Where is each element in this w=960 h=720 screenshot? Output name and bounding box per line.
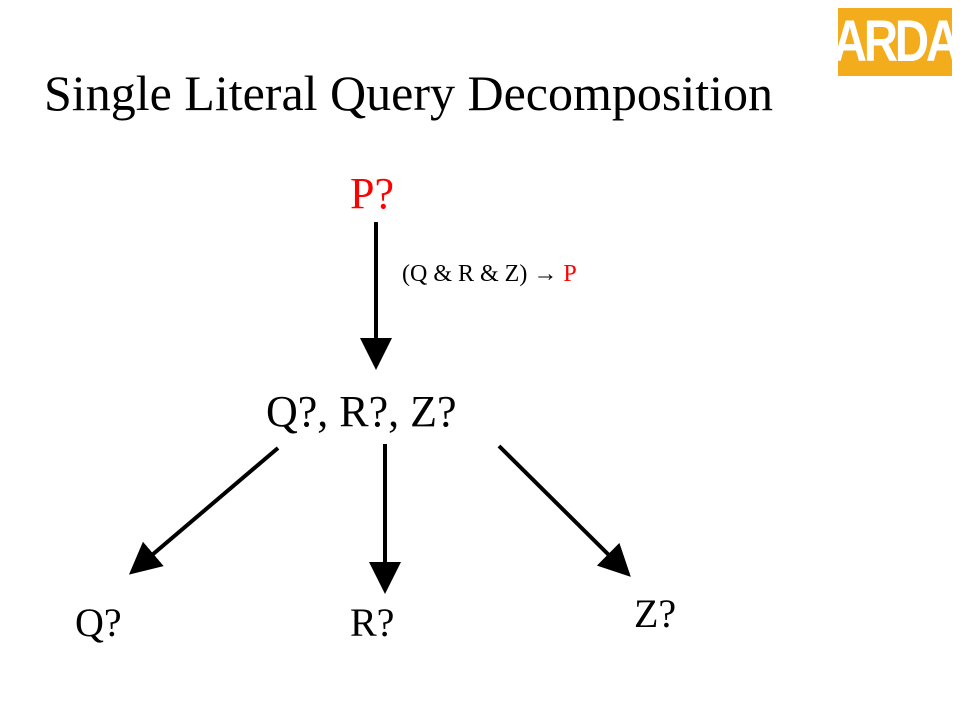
slide-title: Single Literal Query Decomposition	[44, 65, 774, 121]
rule-consequent: P	[563, 261, 577, 287]
leaf-node-r: R?	[350, 600, 395, 645]
edge-subgoals-to-q	[128, 446, 280, 575]
arda-logo: ARDA	[838, 8, 952, 76]
logo-text: ARDA	[838, 9, 952, 74]
subgoals-node: Q?, R?, Z?	[266, 387, 457, 436]
edge-subgoals-to-z	[497, 444, 631, 577]
leaf-node-z: Z?	[634, 591, 677, 636]
leaf-node-q: Q?	[75, 600, 122, 645]
rule-label: (Q & R & Z) → P	[402, 262, 577, 286]
goal-node-p: P?	[350, 169, 394, 218]
rule-antecedent: (Q & R & Z)	[402, 261, 528, 287]
implies-arrow: →	[533, 261, 558, 287]
